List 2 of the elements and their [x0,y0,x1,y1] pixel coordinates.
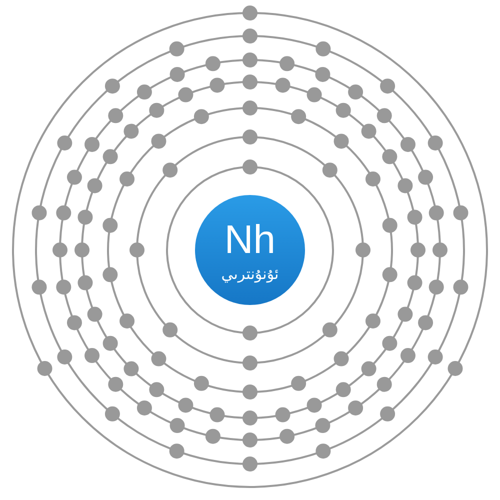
element-name: ئۇنۇنترىي [221,264,279,285]
element-symbol: Nh [224,218,276,262]
